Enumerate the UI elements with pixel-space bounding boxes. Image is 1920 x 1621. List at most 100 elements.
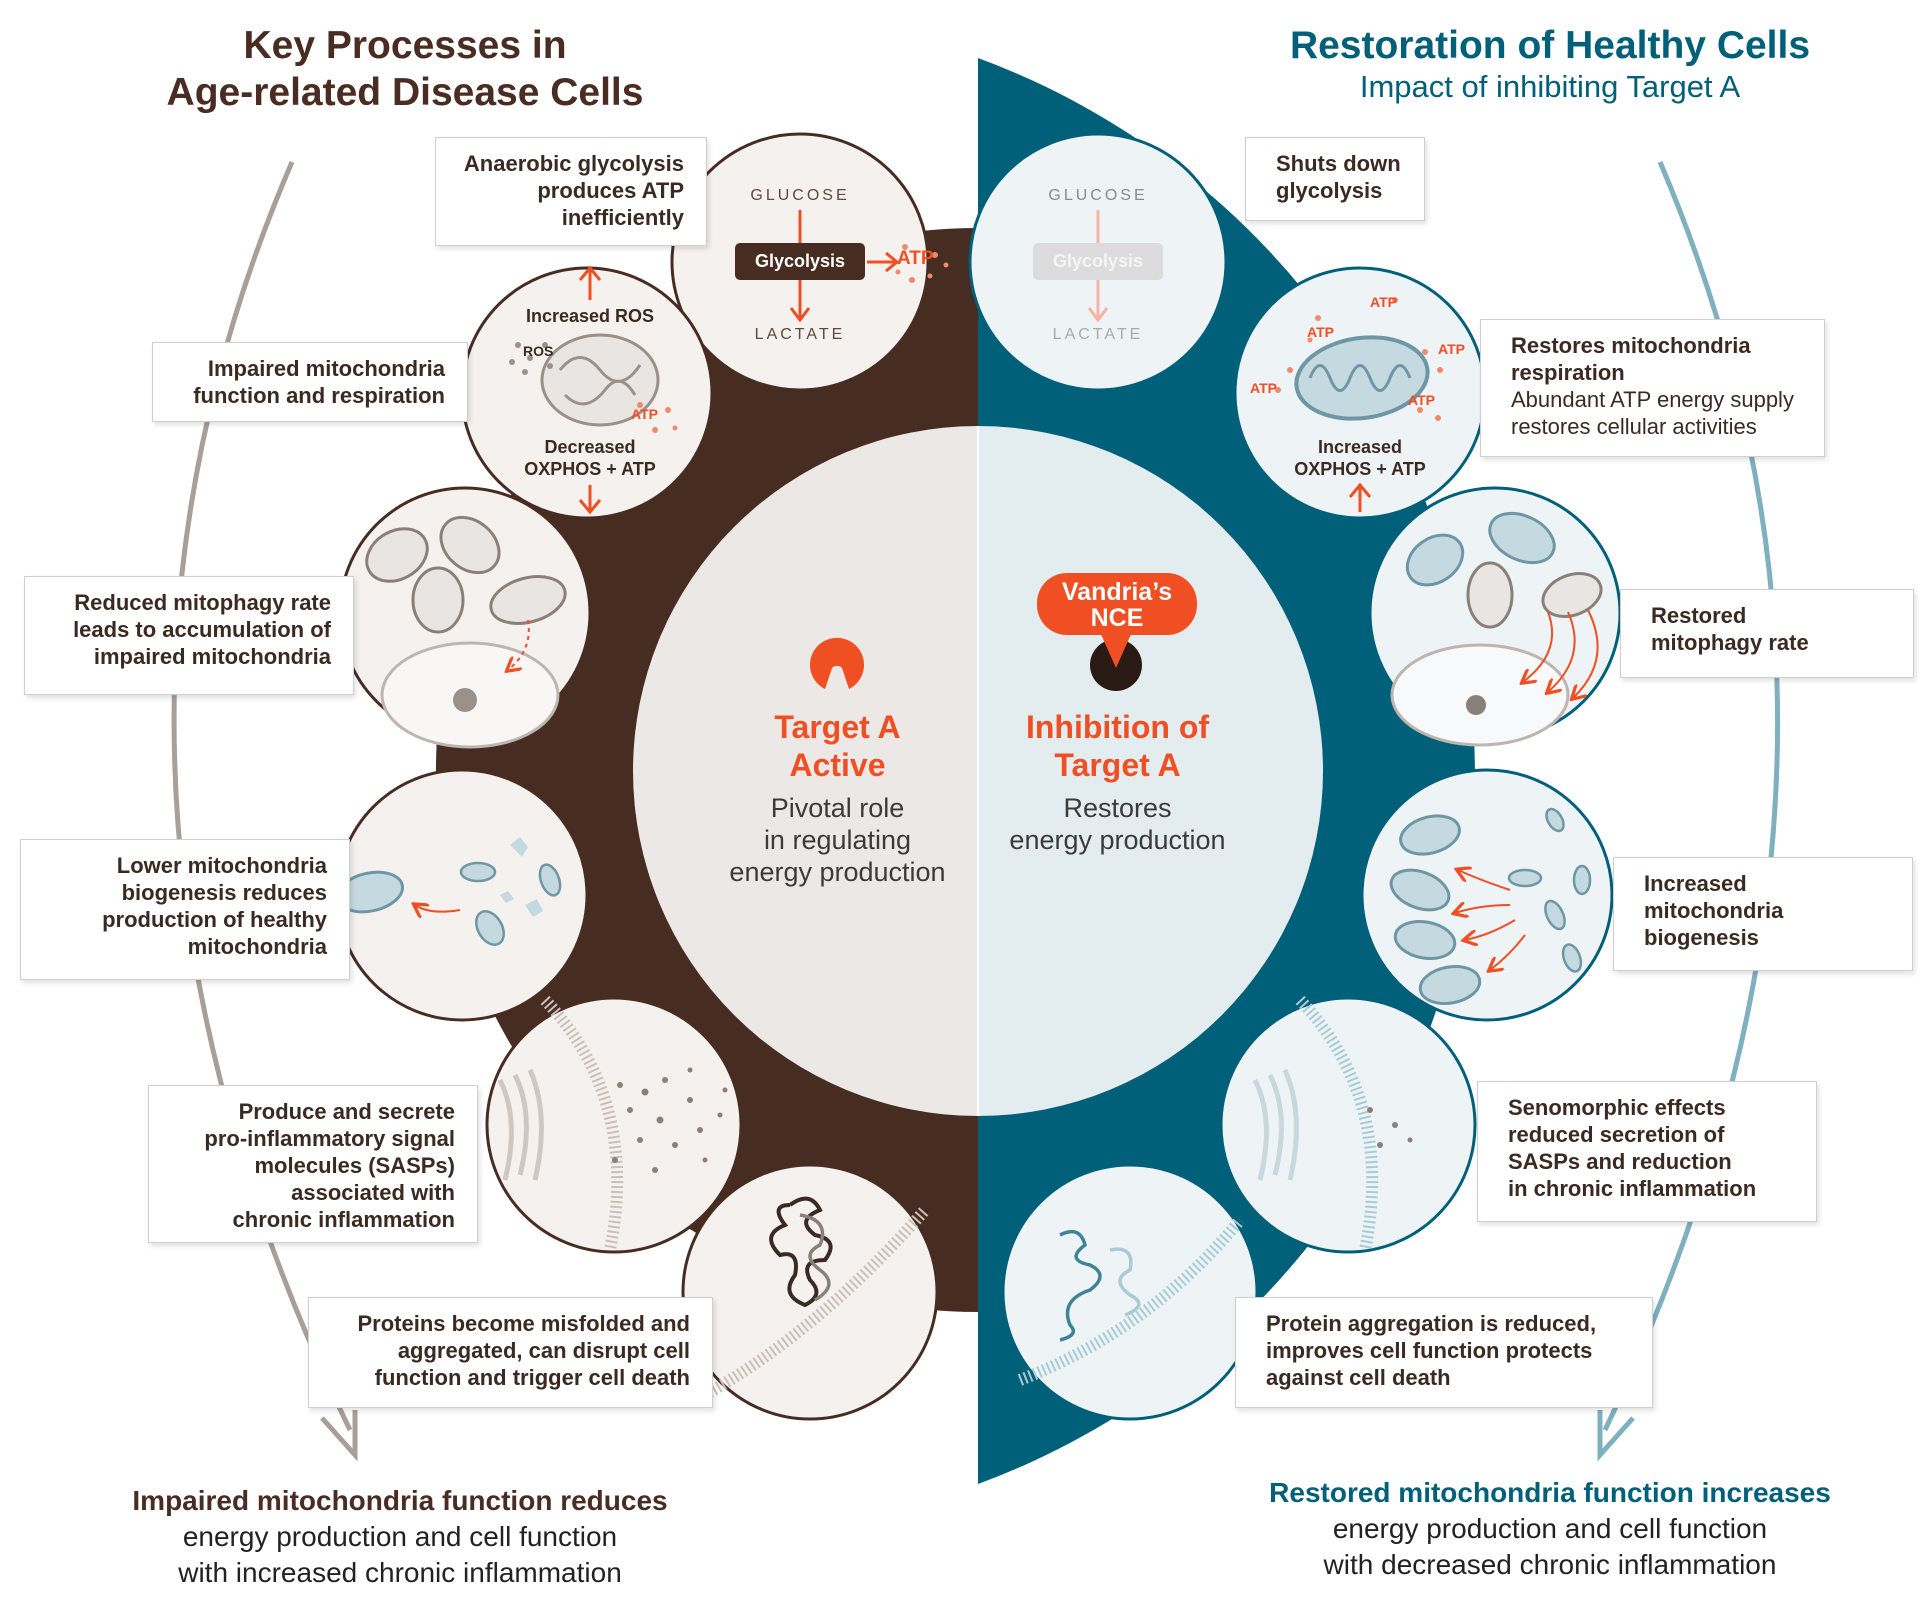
center-circle-left-half (633, 426, 978, 1116)
label-line: biogenesis (1644, 925, 1759, 950)
right-title: Restoration of Healthy Cells (1289, 24, 1811, 67)
inhibition-line: Target A (1054, 747, 1181, 783)
label-line: Proteins become misfolded and (357, 1311, 690, 1336)
label-line: in chronic inflammation (1508, 1176, 1757, 1201)
pivotal-role-line: Pivotal role (770, 793, 905, 823)
inhibition-line: Inhibition of (1025, 709, 1210, 745)
label-line: restores cellular activities (1511, 414, 1757, 439)
pivotal-role-line: in regulating (763, 825, 912, 855)
label-line: Produce and secrete (238, 1099, 455, 1124)
decreased-line: OXPHOS + ATP (524, 459, 656, 479)
label-line: reduced secretion of (1508, 1122, 1725, 1147)
left-summary-line: energy production and cell function (182, 1521, 618, 1552)
restores-line: energy production (1009, 825, 1226, 855)
right-summary-line: with decreased chronic inflammation (1323, 1549, 1777, 1580)
label-line: Senomorphic effects (1508, 1095, 1726, 1120)
target-a-active-icon (810, 637, 864, 689)
label-line: SASPs and reduction (1508, 1149, 1732, 1174)
label-line: Increased (1644, 871, 1747, 896)
right-mitophagy-circle (1368, 486, 1622, 747)
left-label-biogenesis: Lower mitochondria biogenesis reduces pr… (20, 839, 350, 980)
left-decreased-oxphos: Decreased OXPHOS + ATP (500, 436, 680, 480)
right-glucose-label: GLUCOSE (1048, 187, 1148, 204)
label-line: Abundant ATP energy supply (1511, 387, 1794, 412)
label-line: glycolysis (1276, 178, 1383, 203)
right-label-mitophagy: Restored mitophagy rate (1620, 589, 1914, 678)
right-protein-circle (1001, 1163, 1259, 1421)
target-a-active-line: Target A (774, 709, 901, 745)
right-label-biogenesis: Increased mitochondria biogenesis (1613, 857, 1913, 971)
right-subtitle: Impact of inhibiting Target A (1359, 69, 1741, 104)
left-summary: Impaired mitochondria function reduces e… (40, 1483, 760, 1591)
label-line: aggregated, can disrupt cell (397, 1338, 690, 1363)
nce-line: NCE (1090, 604, 1144, 632)
left-center-text: Target A Active Pivotal role in regulati… (700, 708, 975, 888)
label-line: improves cell function protects (1266, 1338, 1593, 1363)
left-biogenesis-circle (335, 768, 589, 1022)
label-line: Impaired mitochondria (207, 356, 445, 381)
label-line: biogenesis reduces (121, 880, 327, 905)
label-line: molecules (SASPs) (254, 1153, 455, 1178)
decreased-line: Decreased (544, 437, 636, 457)
left-label-glycolysis: Anaerobic glycolysis produces ATP ineffi… (435, 137, 707, 246)
right-oxphos-circle (1233, 266, 1487, 520)
left-ros-tag: ROS (523, 343, 554, 359)
left-title-line-1: Key Processes in (243, 24, 567, 67)
left-ros-atp: ATP (631, 406, 658, 422)
label-line: mitochondria (187, 934, 327, 959)
label-line: Lower mitochondria (116, 853, 327, 878)
left-summary-line: with increased chronic inflammation (178, 1557, 622, 1588)
right-glycolysis-box-label: Glycolysis (1052, 251, 1144, 271)
label-line: function and respiration (193, 383, 445, 408)
pivotal-role-line: energy production (729, 857, 946, 887)
right-atp-3: ATP (1438, 341, 1465, 357)
label-line: pro-inflammatory signal (204, 1126, 455, 1151)
restores-line: Restores (1063, 793, 1172, 823)
nce-line: Vandria’s (1061, 578, 1173, 606)
left-lactate-label: LACTATE (754, 326, 846, 343)
label-line: chronic inflammation (232, 1207, 455, 1232)
left-title: Key Processes in Age-related Disease Cel… (90, 22, 720, 116)
right-summary: Restored mitochondria function increases… (1190, 1475, 1910, 1583)
target-a-active-line: Active (789, 747, 886, 783)
label-line: Anaerobic glycolysis (463, 151, 684, 176)
left-ros-circle (460, 265, 714, 520)
left-protein-circle (681, 1163, 939, 1421)
right-center-text: Inhibition of Target A Restores energy p… (990, 708, 1245, 856)
right-sasp-circle (1219, 995, 1477, 1254)
label-line: function and trigger cell death (374, 1365, 690, 1390)
left-flow-arrowhead (320, 1410, 358, 1462)
right-lactate-label: LACTATE (1052, 326, 1144, 343)
left-glycolysis-circle (670, 132, 949, 392)
left-sasp-circle (485, 995, 743, 1254)
right-flow-arrowhead (1597, 1410, 1635, 1462)
right-summary-line: energy production and cell function (1332, 1513, 1768, 1544)
left-summary-head: Impaired mitochondria function reduces (132, 1485, 668, 1516)
right-biogenesis-circle (1360, 768, 1614, 1022)
right-increased-oxphos: Increased OXPHOS + ATP (1270, 436, 1450, 480)
label-line: against cell death (1266, 1365, 1451, 1390)
left-mitophagy-circle (338, 486, 592, 749)
left-glycolysis-atp: ATP (897, 248, 934, 269)
label-line: Protein aggregation is reduced, (1266, 1311, 1597, 1336)
left-label-mitochondria-function: Impaired mitochondria function and respi… (152, 342, 468, 422)
right-atp-4: ATP (1250, 380, 1277, 396)
right-label-proteins: Protein aggregation is reduced, improves… (1235, 1297, 1653, 1408)
label-line: mitochondria (1644, 898, 1784, 923)
label-line: leads to accumulation of (73, 617, 331, 642)
right-label-senomorphic: Senomorphic effects reduced secretion of… (1477, 1081, 1817, 1222)
right-glycolysis-circle (968, 132, 1228, 392)
right-summary-head: Restored mitochondria function increases (1269, 1477, 1831, 1508)
left-increased-ros: Increased ROS (525, 306, 655, 326)
nce-pointer (1100, 632, 1132, 668)
left-title-line-2: Age-related Disease Cells (166, 71, 644, 114)
label-line: production of healthy (102, 907, 327, 932)
increased-line: Increased (1317, 437, 1403, 457)
left-glycolysis-box-label: Glycolysis (754, 251, 846, 271)
label-line: mitophagy rate (1651, 630, 1809, 655)
label-line: Restored (1651, 603, 1747, 628)
left-label-mitophagy: Reduced mitophagy rate leads to accumula… (24, 576, 354, 695)
left-label-proteins: Proteins become misfolded and aggregated… (308, 1297, 713, 1408)
label-line: Reduced mitophagy rate (74, 590, 331, 615)
